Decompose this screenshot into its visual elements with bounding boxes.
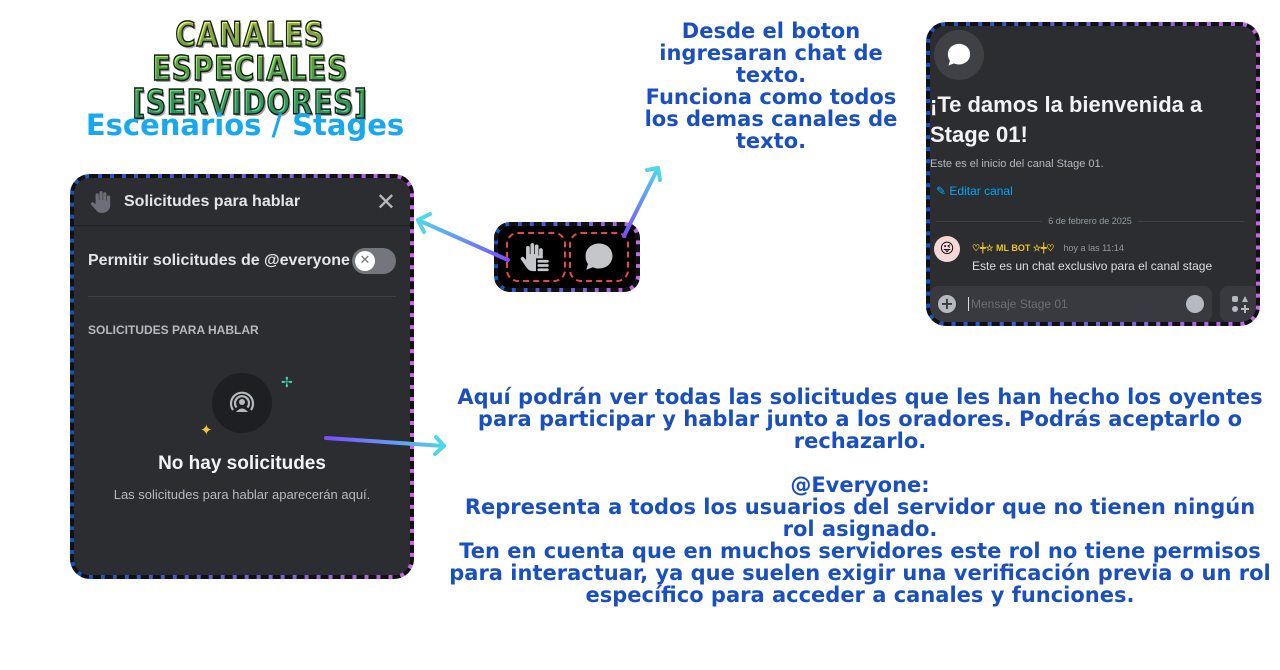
message-author[interactable]: ♡┿☆ ML BOT ☆┿♡ (972, 243, 1055, 253)
message-input[interactable]: Mensaje Stage 01 (968, 297, 1186, 311)
close-icon[interactable]: ✕ (375, 187, 396, 216)
everyone-description: Representa a todos los usuarios del serv… (464, 495, 1256, 541)
subtitle: Escenarios / Stages (85, 108, 405, 142)
note-line: texto. (735, 63, 807, 87)
star-sparkle-icon: ✦ (200, 421, 213, 439)
sparkle-icon: ✢ (281, 375, 293, 391)
speak-requests-panel: Solicitudes para hablar ✕ Permitir solic… (70, 174, 414, 579)
broadcast-user-icon (229, 391, 255, 412)
everyone-requests-toggle[interactable]: ✕ (352, 248, 396, 274)
chat-message: 😜 ♡┿☆ ML BOT ☆┿♡ hoy a las 11:14 Este es… (934, 236, 1212, 273)
note-line: ingresaran chat de (659, 41, 883, 65)
stage-buttons-group (494, 222, 640, 292)
chat-bubble-icon (947, 43, 971, 66)
message-composer: + Mensaje Stage 01 (930, 286, 1212, 322)
apps-icon (1232, 296, 1249, 313)
edit-channel-link[interactable]: ✎ Editar canal (936, 184, 1013, 198)
edit-channel-label: Editar canal (949, 184, 1013, 198)
avatar[interactable]: 😜 (934, 236, 960, 262)
everyone-permission-row: Permitir solicitudes de @everyone ✕ (74, 226, 410, 296)
note-line: Desde el boton (681, 19, 861, 43)
raise-hand-icon (90, 190, 111, 213)
stage-chat-panel: ¡Te damos la bienvenida a Stage 01! Este… (926, 22, 1260, 326)
emoji-icon[interactable] (1186, 295, 1204, 313)
note-line: los demas canales de (644, 107, 898, 131)
note-line: Funciona como todos (645, 85, 897, 109)
pencil-icon: ✎ (936, 184, 947, 198)
empty-state-subtitle: Las solicitudes para hablar aparecerán a… (113, 487, 371, 502)
permission-label: Permitir solicitudes de @everyone (88, 252, 350, 269)
raise-hand-icon (520, 243, 549, 272)
everyone-header: @Everyone: (790, 473, 930, 497)
panel-title: Solicitudes para hablar (124, 192, 301, 210)
add-attachment-icon[interactable]: + (938, 295, 956, 313)
everyone-warning: Ten en cuenta que en muchos servidores e… (449, 539, 1271, 607)
requests-explanation: Aquí podrán ver todas las solicitudes qu… (457, 385, 1263, 453)
date-separator: 6 de febrero de 2025 (936, 216, 1245, 226)
empty-state-title: No hay solicitudes (158, 453, 326, 474)
chat-bubble-icon (585, 243, 612, 270)
section-label: SOLICITUDES PARA HABLAR (88, 323, 259, 337)
empty-state: No hay solicitudes Las solicitudes para … (74, 373, 410, 502)
speak-requests-button[interactable] (505, 232, 566, 282)
panel-header: Solicitudes para hablar ✕ (74, 178, 410, 226)
main-title-line2: [SERVIDORES] (132, 83, 368, 123)
main-title: CANALES ESPECIALES [SERVIDORES] (78, 15, 422, 123)
date-label: 6 de febrero de 2025 (1048, 216, 1132, 226)
main-title-line1: CANALES ESPECIALES (151, 15, 349, 89)
channel-start-text: Este es el inicio del canal Stage 01. (930, 158, 1104, 170)
empty-state-illustration (212, 373, 272, 433)
message-text: Este es un chat exclusivo para el canal … (972, 259, 1213, 273)
text-chat-button[interactable] (568, 232, 629, 282)
divider (88, 296, 396, 297)
note-line: texto. (735, 129, 807, 153)
toggle-off-icon: ✕ (355, 251, 375, 271)
requests-explanation-note: Aquí podrán ver todas las solicitudes qu… (448, 386, 1272, 606)
channel-icon (934, 30, 984, 80)
welcome-title: ¡Te damos la bienvenida a Stage 01! (930, 92, 1203, 147)
apps-button[interactable] (1220, 286, 1256, 322)
text-chat-note: Desde el boton ingresaran chat de texto.… (626, 20, 916, 152)
message-timestamp: hoy a las 11:14 (1063, 243, 1124, 253)
